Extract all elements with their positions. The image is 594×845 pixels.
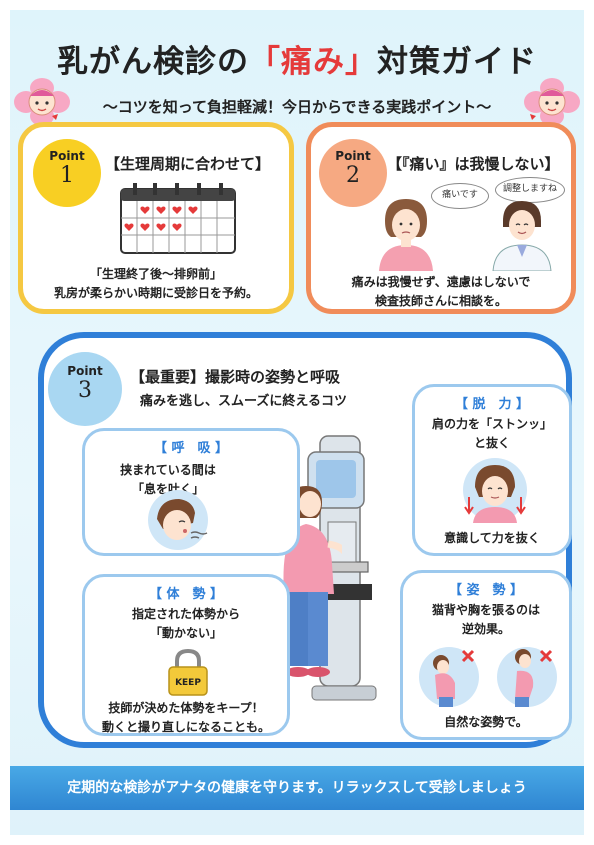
posture-line4: 動くと撮り直しになることも。 (101, 720, 270, 734)
point3-card: Point 3 【最重要】撮影時の姿勢と呼吸 痛みを逃し、スムーズに終えるコツ (38, 332, 572, 748)
relax-line1: 肩の力を「ストンッ」 (431, 417, 552, 431)
relax-heading: 【 脱 力 】 (454, 397, 530, 412)
point3-badge-number: 3 (78, 378, 92, 403)
breath-heading: 【 呼 吸 】 (153, 441, 229, 456)
footer-banner: 定期的な検診がアナタの健康を守ります。リラックスして受診しましょう (10, 766, 584, 810)
breathing-face-icon (148, 490, 208, 550)
relax-line3: 意識して力を抜く (444, 531, 540, 545)
relaxed-face-icon (463, 458, 527, 523)
calendar-icon (120, 183, 236, 254)
guide-page: 乳がん検診の「痛み」対策ガイド ～コツを知って負担軽減！今日からできる実践ポイン… (10, 10, 584, 835)
posture-heading: 【 体 勢 】 (148, 587, 224, 602)
title-before: 乳がん検診の (57, 44, 249, 80)
posture-line3: 技師が決めた体勢をキープ！ (108, 701, 264, 715)
posture-line2: 「動かない」 (149, 626, 222, 640)
posture-tip: 【 体 勢 】 指定された体勢から 「動かない」 KEEP 技師が決めた体勢をキ… (82, 574, 290, 736)
posture-line1: 指定された体勢から (131, 607, 240, 621)
point1-badge: Point 1 (33, 139, 101, 207)
point2-badge-label: Point (335, 149, 371, 163)
point3-heading: 【最重要】撮影時の姿勢と呼吸 (130, 368, 341, 386)
breath-tip: 【 呼 吸 】 挟まれている間は 「息を吐く」 (82, 428, 300, 556)
page-subtitle: ～コツを知って負担軽減！今日からできる実践ポイント～ (102, 98, 492, 116)
point2-card: Point 2 【『痛い』は我慢しない】 痛いです 調整しますね 痛みは我慢せず… (306, 122, 576, 314)
patient-speech-bubble: 痛いです (431, 183, 489, 209)
point2-heading: 【『痛い』は我慢しない】 (387, 155, 560, 173)
point2-badge: Point 2 (319, 139, 387, 207)
pose-heading: 【 姿 勢 】 (448, 583, 524, 598)
point3-badge: Point 3 (48, 352, 122, 426)
mascot-icon (14, 78, 70, 126)
point2-badge-number: 2 (346, 163, 360, 188)
point2-text: 痛みは我慢せず、遠慮はしないで 検査技師さんに相談を。 (311, 273, 571, 311)
mascot-icon (524, 78, 580, 126)
point2-line2: 検査技師さんに相談を。 (374, 294, 507, 308)
point1-badge-label: Point (49, 149, 85, 163)
technician-icon (492, 201, 552, 271)
point1-heading: 【生理周期に合わせて】 (105, 155, 271, 173)
point1-badge-number: 1 (60, 163, 74, 188)
pose-line2: 逆効果。 (461, 622, 510, 636)
breath-line1: 挟まれている間は (120, 463, 216, 477)
point1-text: 「生理終了後～排卵前」 乳房が柔らかい時期に受診日を予約。 (23, 265, 289, 303)
point2-line1: 痛みは我慢せず、遠慮はしないで (351, 275, 531, 289)
point3-badge-label: Point (67, 364, 103, 378)
keep-label: KEEP (175, 678, 201, 688)
relax-line2: と抜く (473, 436, 510, 450)
chest-out-pose-icon (497, 647, 557, 707)
mammography-machine-icon (297, 435, 377, 701)
point3-subheading: 痛みを逃し、スムーズに終えるコツ (140, 394, 347, 409)
hunched-pose-icon (419, 647, 479, 707)
pose-line3: 自然な姿勢で。 (444, 715, 528, 729)
page-title: 乳がん検診の「痛み」対策ガイド (10, 36, 584, 81)
relax-tip: 【 脱 力 】 肩の力を「ストンッ」 と抜く 意識して力を抜く (412, 384, 572, 556)
keep-lock-icon: KEEP (168, 648, 208, 696)
point1-line1: 「生理終了後～排卵前」 (89, 267, 222, 281)
point1-line2: 乳房が柔らかい時期に受診日を予約。 (53, 286, 258, 300)
title-after: 対策ガイド (377, 44, 537, 80)
point1-card: Point 1 【生理周期に合わせて】 (18, 122, 294, 314)
patient-icon (379, 199, 433, 271)
technician-speech-bubble: 調整しますね (495, 177, 565, 203)
pose-tip: 【 姿 勢 】 猫背や胸を張るのは 逆効果。 自然な姿勢で。 (400, 570, 572, 740)
pose-line1: 猫背や胸を張るのは (431, 603, 540, 617)
title-highlight: 「痛み」 (249, 44, 377, 80)
